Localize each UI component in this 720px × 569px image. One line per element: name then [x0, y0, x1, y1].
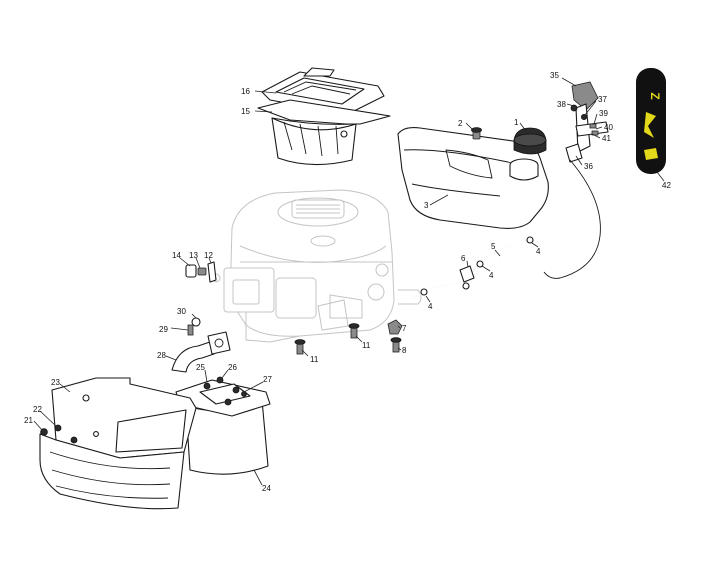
- intake-fittings: [185, 261, 217, 283]
- callout-21: 21: [24, 416, 33, 425]
- callout-1: 1: [514, 118, 519, 127]
- fuel-lines: [413, 236, 534, 299]
- callout-40: 40: [604, 123, 613, 132]
- callout-39: 39: [599, 109, 608, 118]
- callout-14: 14: [172, 251, 181, 260]
- callout-7: 7: [402, 324, 407, 333]
- callout-38: 38: [557, 100, 566, 109]
- engine-block: [211, 189, 422, 343]
- muffler: [175, 376, 271, 475]
- callout-4-a: 4: [536, 247, 541, 256]
- callout-4-b: 4: [489, 271, 494, 280]
- brand-badge: Z: [636, 68, 666, 174]
- mounting-bolts: [294, 319, 403, 355]
- callout-22: 22: [33, 405, 42, 414]
- callout-35: 35: [550, 71, 559, 80]
- callout-15: 15: [241, 107, 250, 116]
- callout-30: 30: [177, 307, 186, 316]
- callout-42: 42: [662, 181, 671, 190]
- callout-26: 26: [228, 363, 237, 372]
- callout-27: 27: [263, 375, 272, 384]
- callout-36: 36: [584, 162, 593, 171]
- air-filter-base: [257, 99, 391, 166]
- callout-37: 37: [598, 95, 607, 104]
- callout-24: 24: [262, 484, 271, 493]
- callout-16: 16: [241, 87, 250, 96]
- callout-4-c: 4: [428, 302, 433, 311]
- callout-23: 23: [51, 378, 60, 387]
- muffler-guard: [39, 377, 197, 510]
- callout-28: 28: [157, 351, 166, 360]
- callout-2: 2: [458, 119, 463, 128]
- callout-13: 13: [189, 251, 198, 260]
- throttle-control: [543, 81, 609, 279]
- fuel-tank-screw: [471, 127, 482, 140]
- callout-29: 29: [159, 325, 168, 334]
- fuel-cap: [513, 127, 547, 155]
- callout-11-a: 11: [310, 355, 319, 364]
- callout-5: 5: [491, 242, 496, 251]
- exhaust-pipe: [171, 317, 231, 373]
- callout-labels: 16 15 2 1 3 35 38 37 39 40 41 36 42 14 1…: [24, 71, 671, 493]
- fuel-tank: [397, 127, 549, 229]
- callout-12: 12: [204, 251, 213, 260]
- callout-6: 6: [461, 254, 466, 263]
- callout-3: 3: [424, 201, 429, 210]
- callout-41: 41: [602, 134, 611, 143]
- badge-letter: Z: [648, 92, 662, 99]
- leader-lines: [33, 77, 665, 486]
- callout-11-b: 11: [362, 341, 371, 350]
- callout-8: 8: [402, 346, 407, 355]
- callout-25: 25: [196, 363, 205, 372]
